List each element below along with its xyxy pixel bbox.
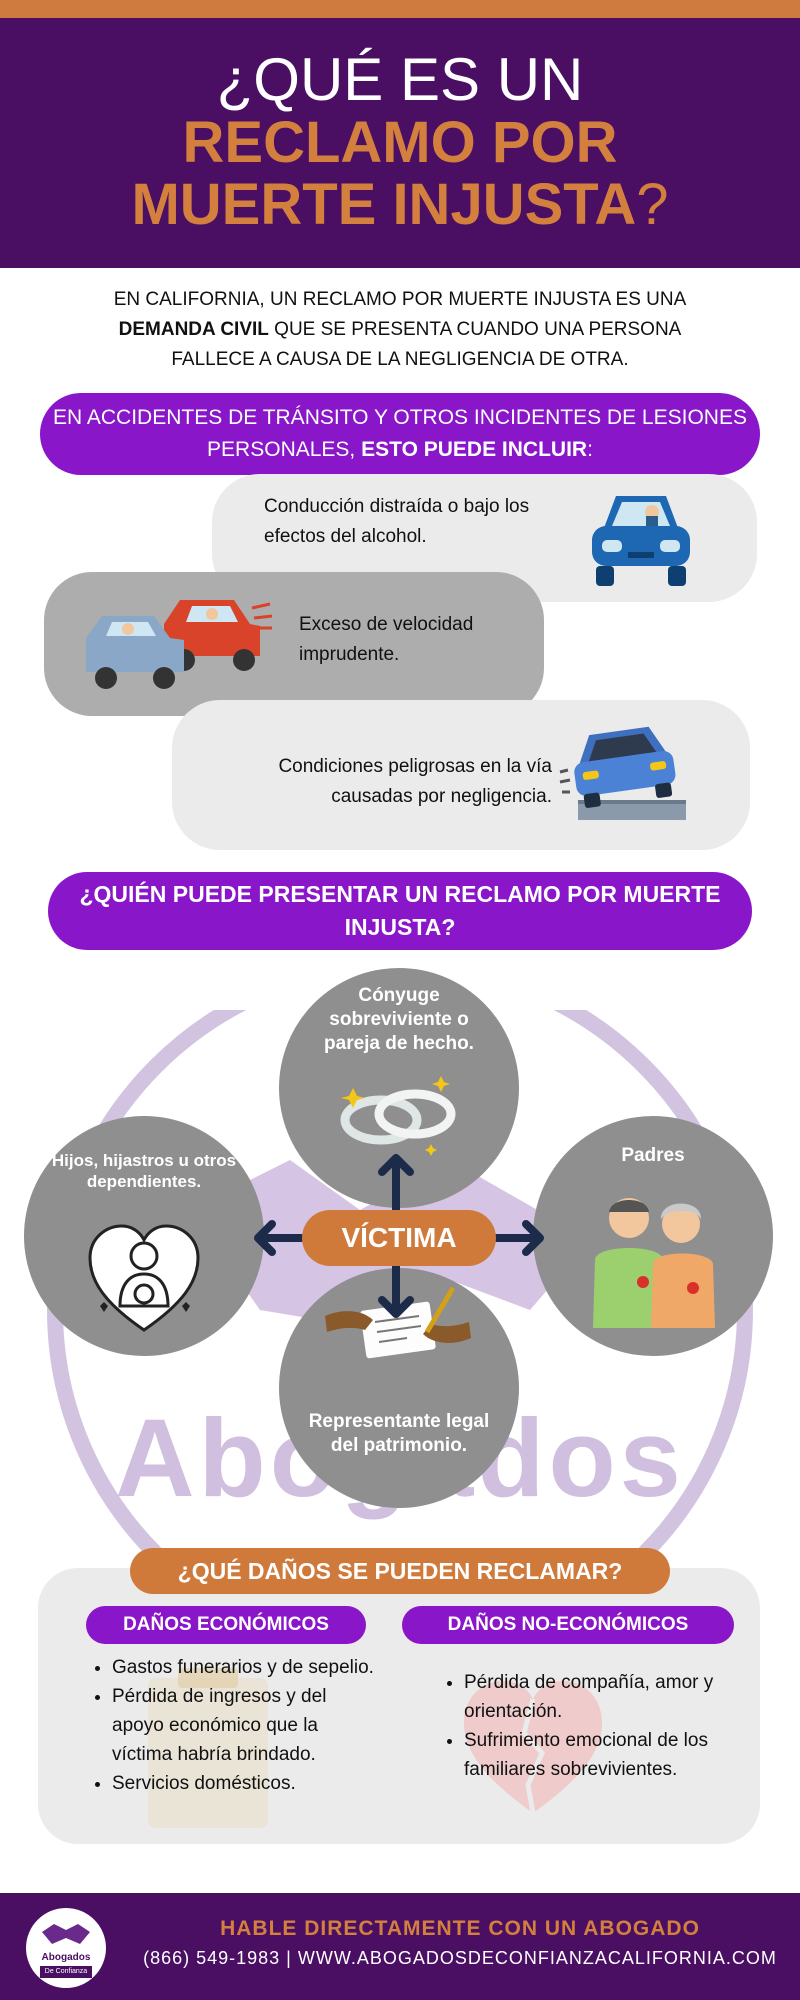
circle-children: Hijos, hijastros u otros dependientes. <box>24 1116 264 1356</box>
list-item: Gastos funerarios y de sepelio. <box>112 1653 382 1682</box>
elderly-parents-icon <box>593 1198 715 1328</box>
footer-logo[interactable]: Abogados De Confianza <box>26 1908 106 1988</box>
intro-text-2: QUE SE PRESENTA CUANDO UNA PERSONA FALLE… <box>171 319 682 370</box>
speeding-cars-icon <box>86 600 273 689</box>
title-line-1: ¿QUÉ ES UN <box>216 46 584 113</box>
list-item: Pérdida de compañía, amor y orientación. <box>464 1668 754 1726</box>
incidents-heading-text: EN ACCIDENTES DE TRÁNSITO Y OTROS INCIDE… <box>53 406 747 461</box>
list-item: Sufrimiento emocional de los familiares … <box>464 1726 754 1784</box>
damages-heading: ¿QUÉ DAÑOS SE PUEDEN RECLAMAR? <box>130 1548 670 1594</box>
top-accent-bar <box>0 0 800 18</box>
logo-text-1: Abogados <box>41 1952 91 1963</box>
car-road-hazard-icon <box>559 726 686 820</box>
representative-label: Representante legal del patrimonio. <box>308 1411 490 1456</box>
economic-damages-list: Gastos funerarios y de sepelio. Pérdida … <box>86 1653 382 1798</box>
incidents-heading: EN ACCIDENTES DE TRÁNSITO Y OTROS INCIDE… <box>40 393 760 475</box>
non-economic-damages-title: DAÑOS NO-ECONÓMICOS <box>402 1606 734 1644</box>
family-heart-icon <box>88 1224 200 1332</box>
title-line-3-text: MUERTE INJUSTA <box>131 172 637 237</box>
incident-card-speeding: Exceso de velocidad imprudente. <box>44 572 544 716</box>
logo-text-2: De Confianza <box>40 1966 92 1978</box>
spouse-label: Cónyuge sobreviviente o pareja de hecho. <box>324 985 474 1054</box>
economic-damages-title: DAÑOS ECONÓMICOS <box>86 1606 366 1644</box>
handshake-icon <box>42 1924 90 1944</box>
victim-label: VÍCTIMA <box>302 1210 496 1266</box>
diagram-arrows <box>254 1154 544 1318</box>
incidents-heading-end: : <box>587 438 593 461</box>
list-item: Servicios domésticos. <box>112 1769 382 1798</box>
incidents-heading-bold: ESTO PUEDE INCLUIR <box>361 438 588 461</box>
intro-text-1: EN CALIFORNIA, UN RECLAMO POR MUERTE INJ… <box>113 289 687 310</box>
footer-cta: HABLE DIRECTAMENTE CON UN ABOGADO <box>220 1917 700 1940</box>
list-item: Pérdida de ingresos y del apoyo económic… <box>112 1682 382 1769</box>
broken-heart-watermark-icon <box>464 1681 602 1814</box>
header-banner: ¿QUÉ ES UN RECLAMO POR MUERTE INJUSTA? <box>0 18 800 268</box>
who-heading: ¿QUIÉN PUEDE PRESENTAR UN RECLAMO POR MU… <box>48 872 752 950</box>
circle-parents: Padres <box>533 1116 773 1356</box>
parents-label: Padres <box>621 1145 685 1166</box>
incident-card-road-conditions: Condiciones peligrosas en la vía causada… <box>172 700 750 850</box>
incident-text: Condiciones peligrosas en la vía causada… <box>278 756 552 807</box>
signing-document-icon <box>325 1286 471 1359</box>
non-economic-damages-list: Pérdida de compañía, amor y orientación.… <box>438 1668 754 1784</box>
children-label: Hijos, hijastros u otros dependientes. <box>51 1151 237 1191</box>
footer <box>0 1893 800 2000</box>
intro-paragraph: EN CALIFORNIA, UN RECLAMO POR MUERTE INJ… <box>90 285 710 375</box>
distracted-driver-car-icon <box>592 496 690 586</box>
title-question-mark: ? <box>636 172 669 237</box>
wedding-rings-icon <box>340 1076 456 1156</box>
intro-bold: DEMANDA CIVIL <box>118 319 269 340</box>
incident-text: Conducción distraída o bajo los efectos … <box>264 496 530 547</box>
title-line-3: MUERTE INJUSTA? <box>0 174 800 236</box>
title-line-2: RECLAMO POR <box>182 110 618 175</box>
incident-text: Exceso de velocidad imprudente. <box>299 614 474 665</box>
footer-contact[interactable]: (866) 549-1983 | WWW.ABOGADOSDECONFIANZA… <box>143 1948 777 1968</box>
receipt-watermark-icon <box>148 1668 268 1828</box>
